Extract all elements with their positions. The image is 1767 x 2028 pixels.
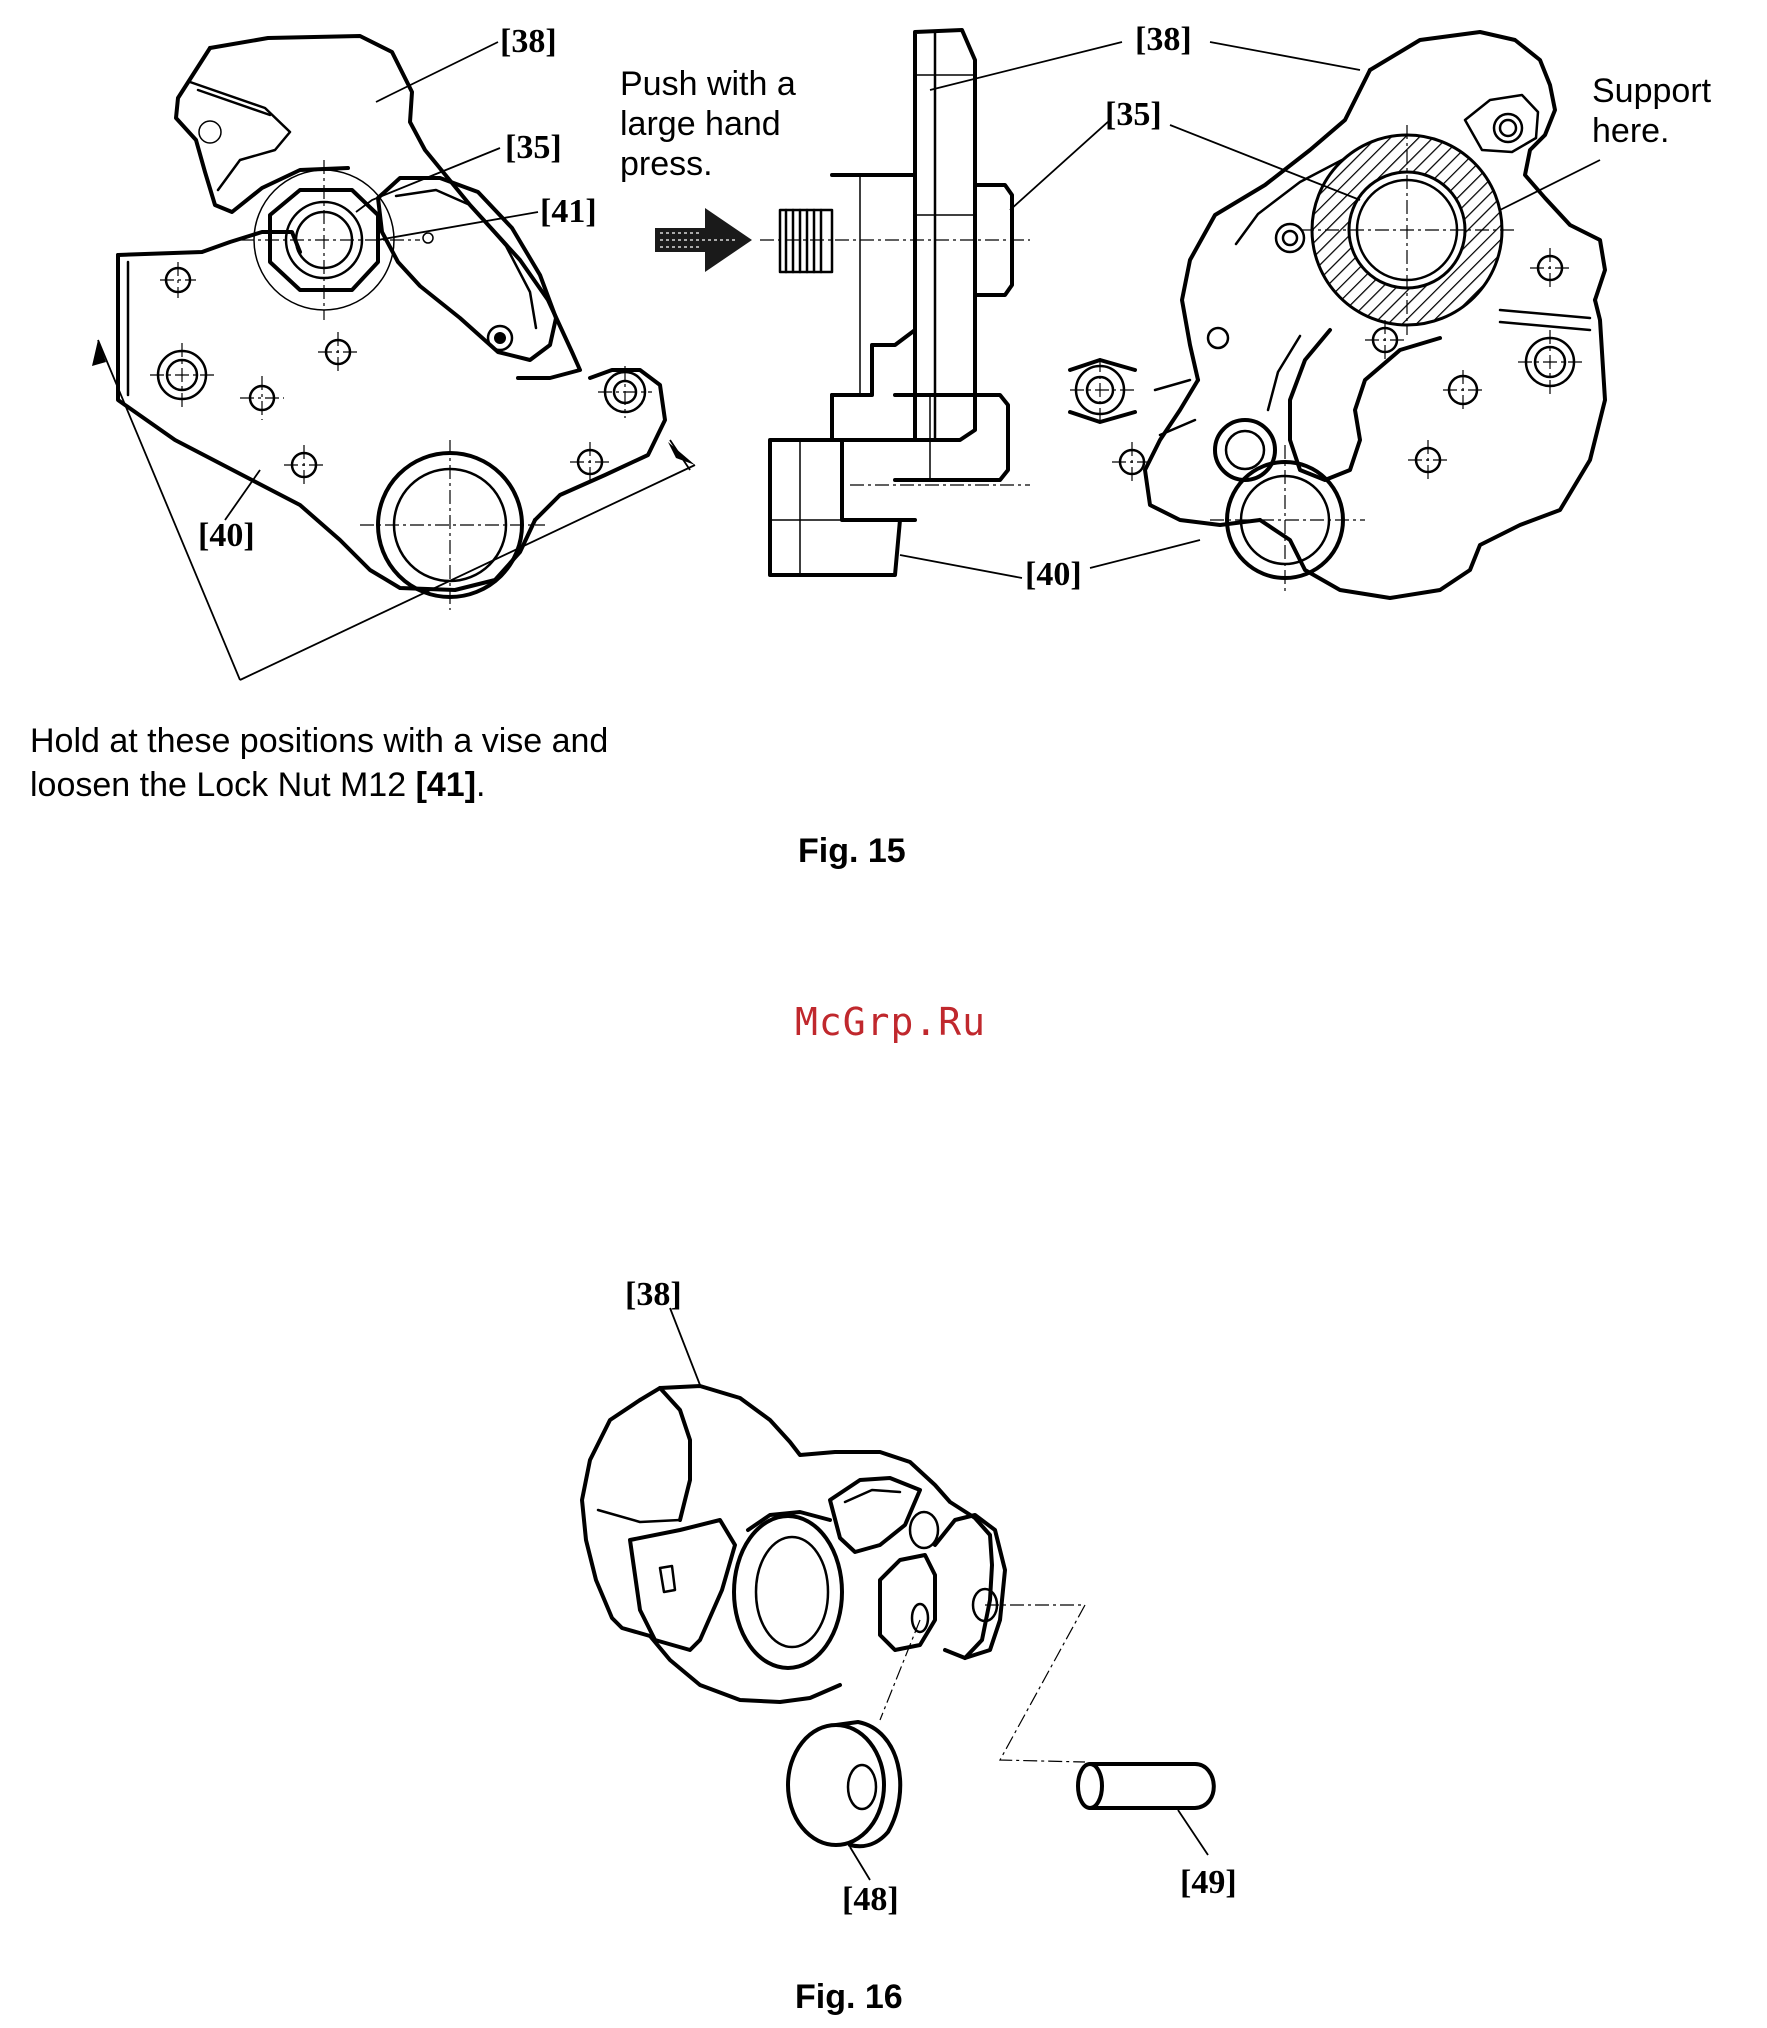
- fig15-caption: Fig. 15: [798, 832, 906, 870]
- threaded-end: [780, 210, 832, 272]
- hold-note-line1: Hold at these positions with a vise and: [30, 722, 608, 760]
- pin-49: [1078, 1764, 1214, 1808]
- left-view-holes: [150, 262, 652, 485]
- callout-41-left: [41]: [540, 193, 597, 230]
- push-note-line2: large hand: [620, 105, 781, 143]
- callout-38-left: [38]: [500, 23, 557, 60]
- push-note-line3: press.: [620, 145, 713, 183]
- fig16-labels: [38] [48] [49] Fig. 16: [625, 1276, 1237, 2016]
- callout-40-mid: [40]: [1025, 556, 1082, 593]
- callout-35-mid: [35]: [1105, 96, 1162, 133]
- callout-40-left: [40]: [198, 517, 255, 554]
- callout-48: [48]: [842, 1881, 899, 1918]
- support-note-line1: Support: [1592, 72, 1712, 110]
- fig15-left-view: [92, 36, 695, 680]
- callout-49: [49]: [1180, 1864, 1237, 1901]
- fig16-caption: Fig. 16: [795, 1978, 903, 2016]
- hatched-bushing: [1300, 125, 1515, 335]
- callout-35-left: [35]: [505, 129, 562, 166]
- push-note-line1: Push with a: [620, 65, 796, 103]
- callout-38-mid: [38]: [1135, 21, 1192, 58]
- fig15-labels: [38] [35] [41] [40] [38] [35] [40] Push …: [30, 21, 1712, 870]
- roller-48: [788, 1722, 900, 1846]
- callout-38-fig16: [38]: [625, 1276, 682, 1313]
- watermark: McGrp.Ru: [795, 1000, 986, 1044]
- fig16-assembly: [582, 1308, 1214, 1880]
- hold-note-line2: loosen the Lock Nut M12 [41].: [30, 766, 485, 804]
- support-note-line2: here.: [1592, 112, 1670, 150]
